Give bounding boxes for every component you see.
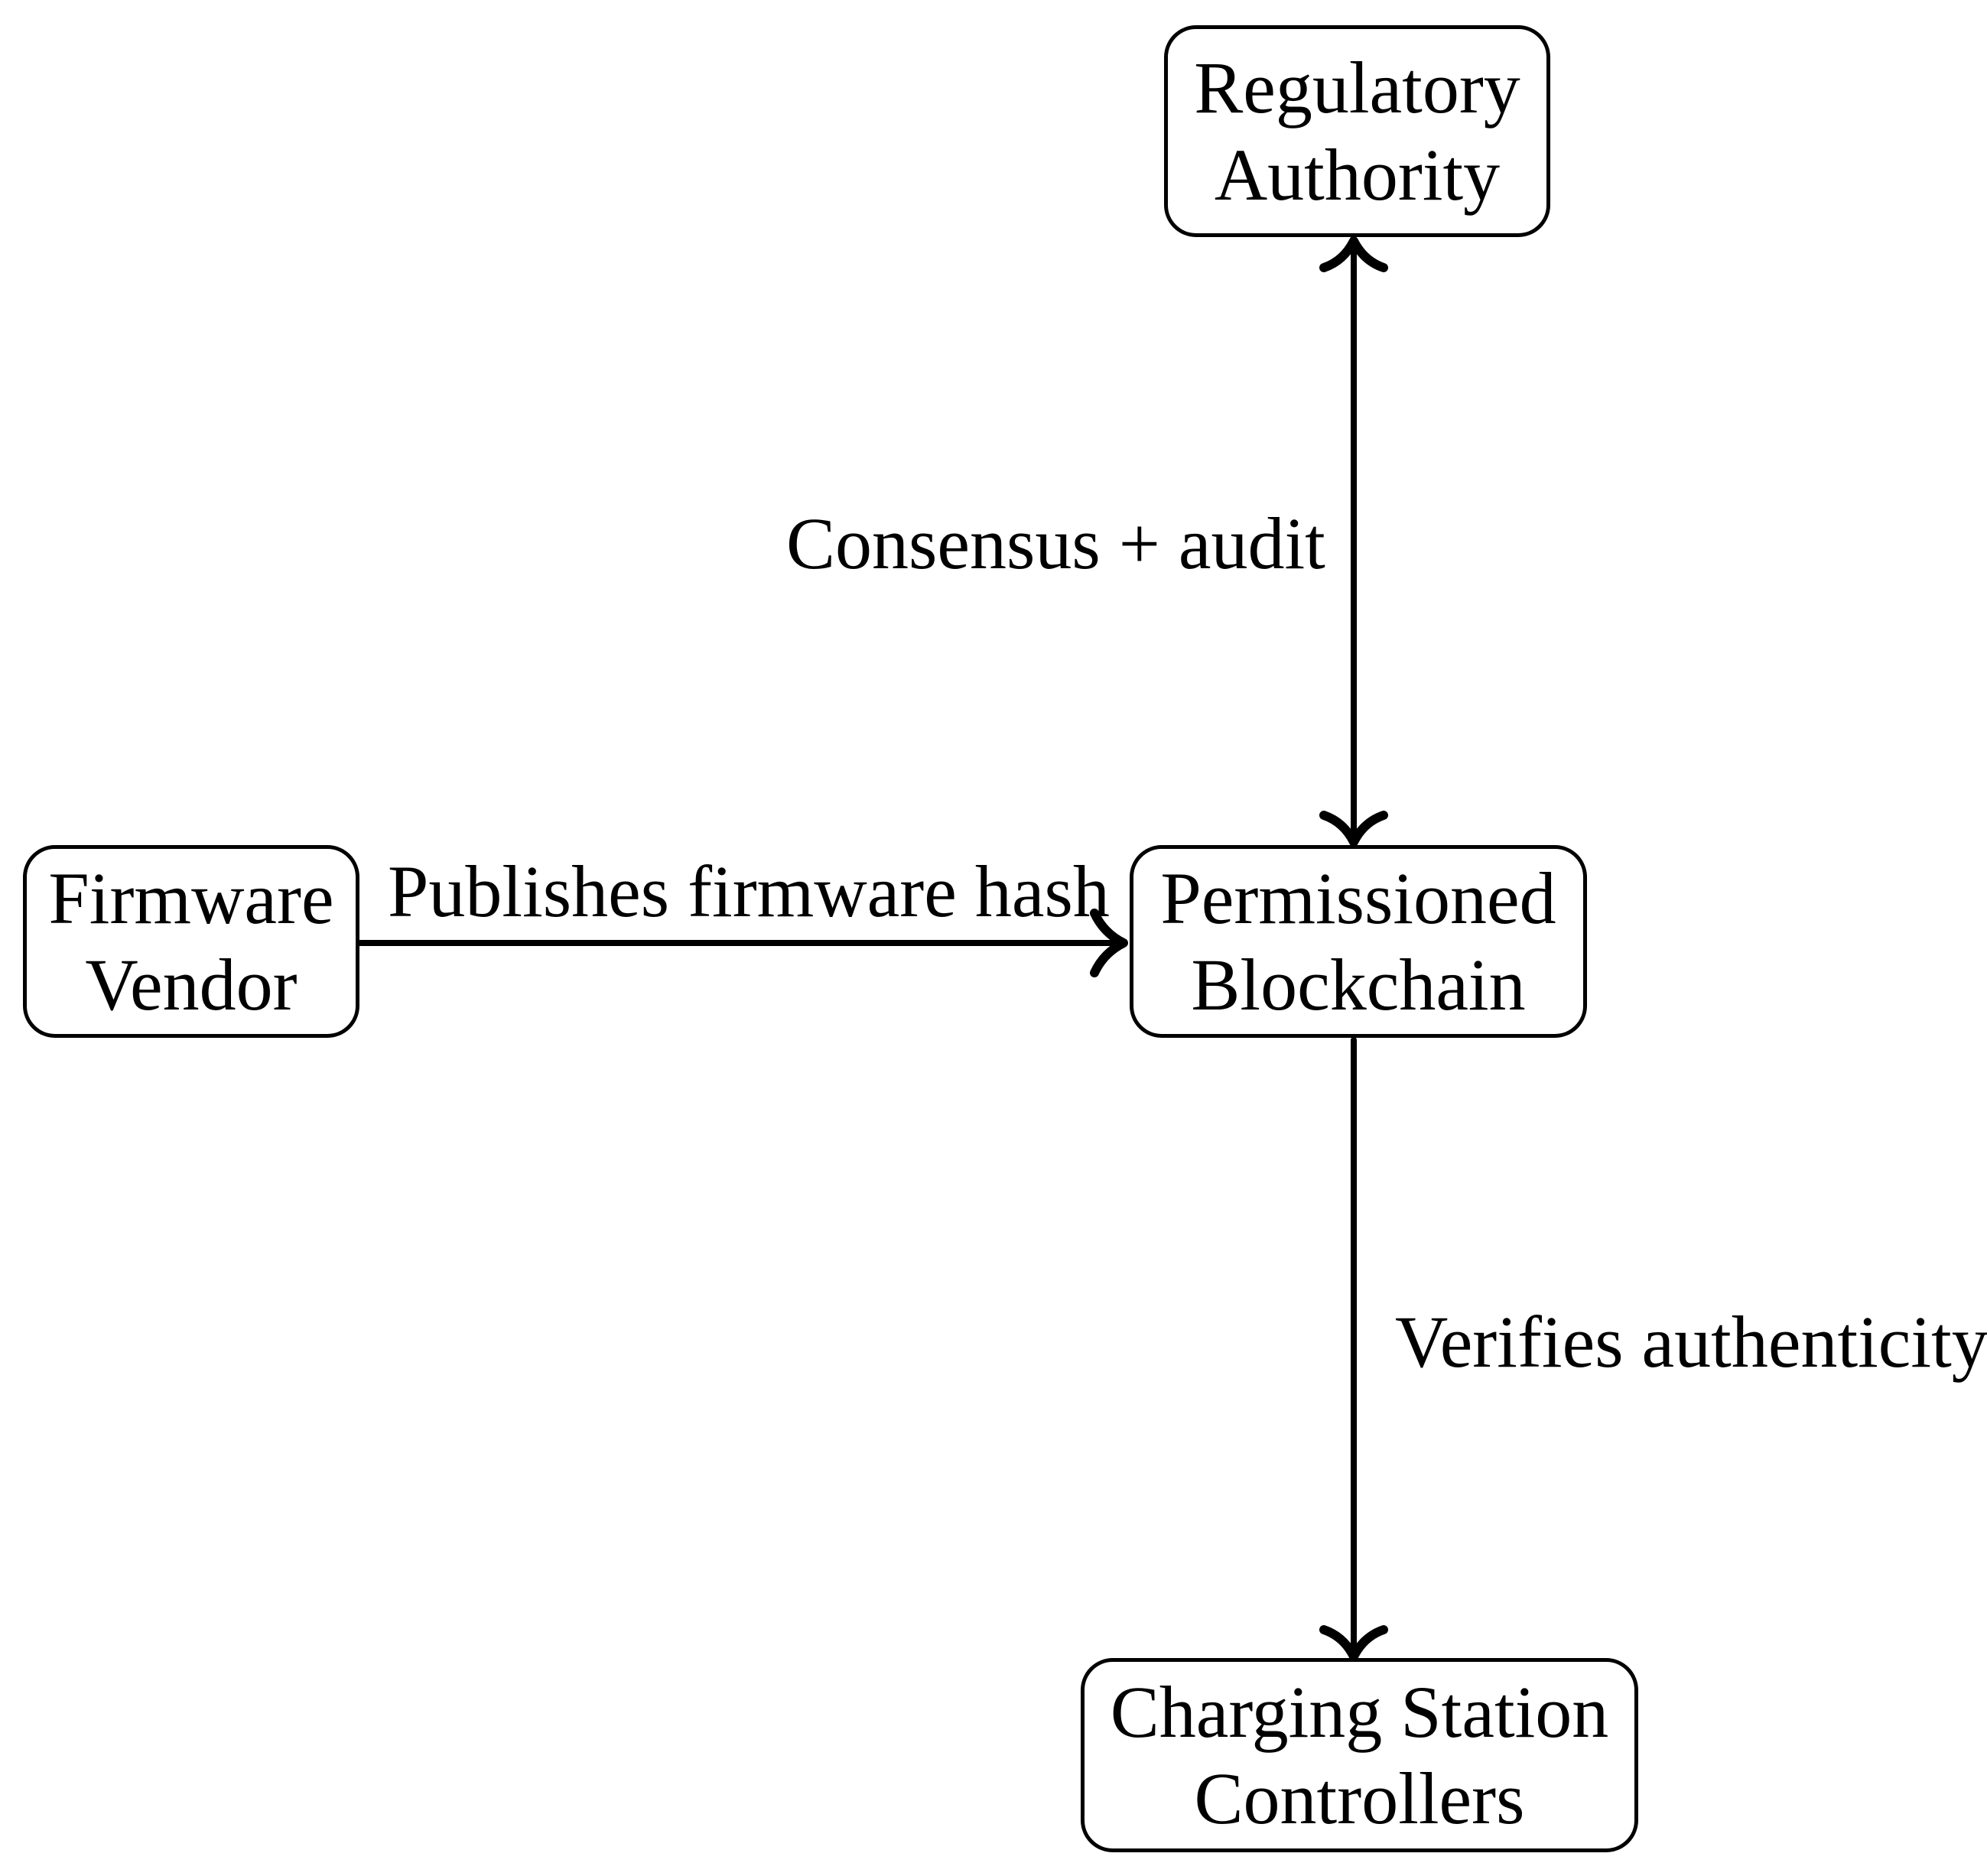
edge-label-publishes-firmware-hash: Publishes firmware hash	[388, 850, 1110, 932]
node-label: Charging Station Controllers	[1110, 1670, 1609, 1839]
node-label: Firmware Vendor	[48, 857, 334, 1026]
node-regulatory-authority: Regulatory Authority	[1164, 25, 1550, 237]
node-charging-station-controllers: Charging Station Controllers	[1081, 1658, 1638, 1852]
arrowhead-right-icon	[1090, 909, 1128, 977]
node-firmware-vendor: Firmware Vendor	[23, 845, 359, 1038]
node-label: Regulatory Authority	[1194, 47, 1520, 216]
node-permissioned-blockchain: Permissioned Blockchain	[1130, 845, 1587, 1038]
arrowhead-down-icon	[1319, 811, 1388, 847]
arrowhead-up-icon	[1319, 236, 1388, 272]
edge-label-verifies-authenticity: Verifies authenticity	[1395, 1301, 1987, 1383]
edge-label-consensus-audit: Consensus + audit	[786, 502, 1325, 584]
arrowhead-down-icon	[1319, 1625, 1388, 1661]
node-label: Permissioned Blockchain	[1160, 857, 1556, 1026]
